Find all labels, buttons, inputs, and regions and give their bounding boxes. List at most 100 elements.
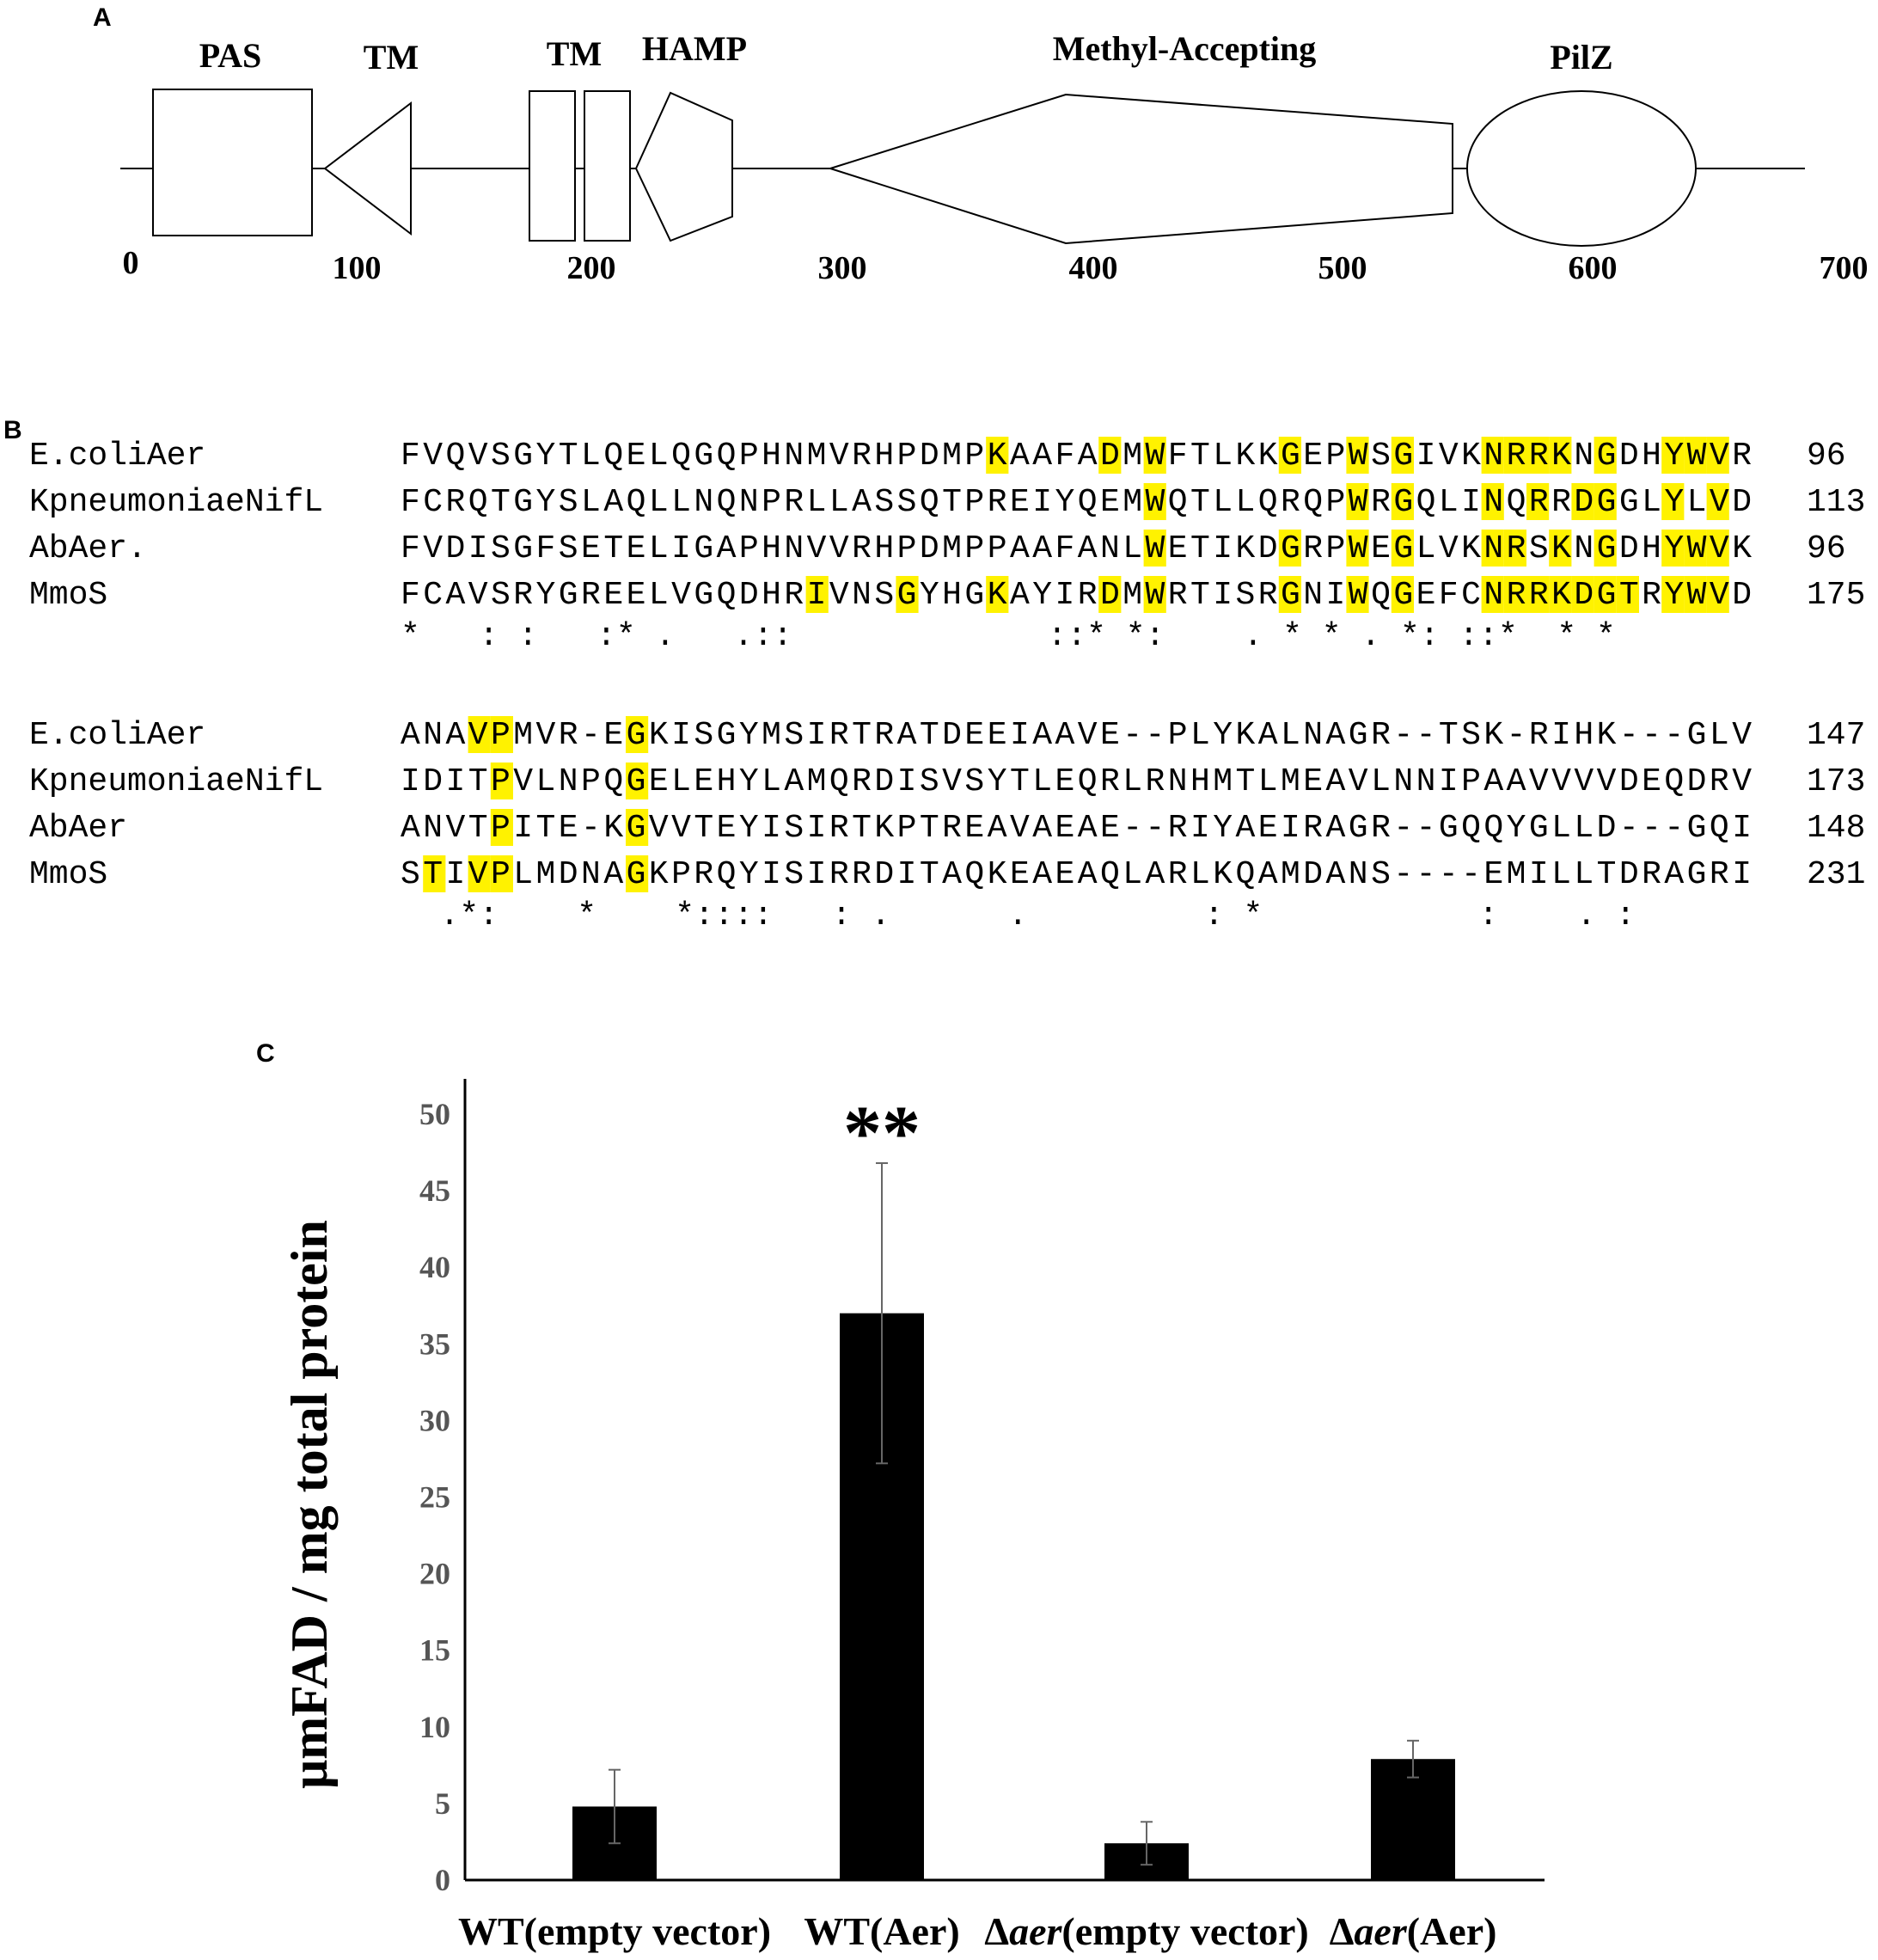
conserved-residue-highlight xyxy=(1278,437,1301,474)
conserved-residue-highlight xyxy=(468,716,491,753)
sequence-name: E.coliAer xyxy=(29,717,205,754)
y-tick-label: 10 xyxy=(419,1710,450,1744)
conserved-residue-highlight xyxy=(1346,576,1369,613)
conserved-residue-highlight xyxy=(1526,576,1550,613)
x-category-label: Δaer(empty vector) xyxy=(984,1909,1309,1953)
conserved-residue-highlight xyxy=(1098,576,1122,613)
conserved-residue-highlight xyxy=(1391,483,1414,520)
tm-helix-1-shape xyxy=(529,90,576,242)
y-tick-label: 35 xyxy=(419,1326,450,1361)
conserved-residue-highlight xyxy=(626,809,649,846)
conservation-line: * : : :* . .:: ::* *: . * * . *: ::* * * xyxy=(401,618,1616,655)
conserved-residue-highlight xyxy=(1684,437,1707,474)
conserved-residue-highlight xyxy=(1594,437,1617,474)
sequence-end-position: 231 xyxy=(1807,856,1865,893)
conserved-residue-highlight xyxy=(423,855,446,892)
conserved-residue-highlight xyxy=(1503,437,1526,474)
sequence-residues: ANVTPITE-KGVVTEYISIRTKPTREAVAEAE--RIYAEI… xyxy=(401,810,1752,847)
conserved-residue-highlight xyxy=(1549,576,1572,613)
y-tick-label: 5 xyxy=(435,1786,450,1821)
conserved-residue-highlight xyxy=(1481,530,1504,567)
conserved-residue-highlight xyxy=(490,716,513,753)
sequence-name: AbAer. xyxy=(29,530,147,567)
conserved-residue-highlight xyxy=(1549,437,1572,474)
conserved-residue-highlight xyxy=(626,763,649,799)
conserved-residue-highlight xyxy=(1098,437,1122,474)
sequence-name: KpneumoniaeNifL xyxy=(29,484,323,521)
conserved-residue-highlight xyxy=(1503,530,1526,567)
conserved-residue-highlight xyxy=(626,716,649,753)
axis-tick-300: 300 xyxy=(818,250,867,286)
conserved-residue-highlight xyxy=(1661,530,1685,567)
conserved-residue-highlight xyxy=(1661,576,1685,613)
bar xyxy=(1371,1759,1455,1880)
conserved-residue-highlight xyxy=(1706,576,1729,613)
axis-tick-100: 100 xyxy=(333,250,382,286)
conserved-residue-highlight xyxy=(1481,437,1504,474)
conserved-residue-highlight xyxy=(1143,483,1166,520)
panel-b-letter: B xyxy=(3,416,22,444)
pas-domain-shape xyxy=(152,89,313,236)
conserved-residue-highlight xyxy=(1143,576,1166,613)
axis-tick-0: 0 xyxy=(123,245,139,281)
sequence-name: MmoS xyxy=(29,856,107,893)
axis-tick-600: 600 xyxy=(1569,250,1618,286)
x-category-label: Δaer(Aer) xyxy=(1330,1909,1497,1953)
methyl-accepting-domain-label: Methyl-Accepting xyxy=(1053,29,1317,68)
conserved-residue-highlight xyxy=(490,763,513,799)
conserved-residue-highlight xyxy=(1346,437,1369,474)
conserved-residue-highlight xyxy=(1661,483,1685,520)
sequence-end-position: 96 xyxy=(1807,530,1846,567)
conserved-residue-highlight xyxy=(1391,576,1414,613)
pac-domain-shape xyxy=(323,101,412,236)
conserved-residue-highlight xyxy=(896,576,919,613)
conserved-residue-highlight xyxy=(468,855,491,892)
conserved-residue-highlight xyxy=(1594,576,1617,613)
panel-c-letter: C xyxy=(256,1039,275,1068)
hamp-domain-label: HAMP xyxy=(642,29,747,68)
sequence-end-position: 173 xyxy=(1807,763,1865,800)
y-tick-label: 25 xyxy=(419,1480,450,1515)
x-category-label: WT(Aer) xyxy=(804,1909,959,1953)
conserved-residue-highlight xyxy=(1594,530,1617,567)
axis-tick-200: 200 xyxy=(567,250,616,286)
pilz-domain-shape xyxy=(1466,90,1697,247)
conserved-residue-highlight xyxy=(1278,530,1301,567)
y-tick-label: 0 xyxy=(435,1863,450,1897)
panel-a: A PAS TM TM HAMP Methyl-Accepting PilZ 0… xyxy=(93,3,1869,286)
y-tick-label: 30 xyxy=(419,1403,450,1437)
sequence-residues: ANAVPMVR-EGKISGYMSIRTRATDEEIAAVE--PLYKAL… xyxy=(401,717,1752,754)
y-tick-label: 45 xyxy=(419,1173,450,1208)
y-tick-label: 40 xyxy=(419,1250,450,1284)
conserved-residue-highlight xyxy=(1143,530,1166,567)
conserved-residue-highlight xyxy=(1571,483,1594,520)
conserved-residue-highlight xyxy=(1684,530,1707,567)
sequence-end-position: 148 xyxy=(1807,810,1865,847)
sequence-name: MmoS xyxy=(29,577,107,614)
conserved-residue-highlight xyxy=(490,809,513,846)
hamp-domain-shape xyxy=(634,91,733,242)
conserved-residue-highlight xyxy=(1684,576,1707,613)
panel-a-letter: A xyxy=(93,3,112,32)
conserved-residue-highlight xyxy=(805,576,829,613)
sequence-name: KpneumoniaeNifL xyxy=(29,763,323,800)
conservation-line: .*: * *:::: : . . : * : . : xyxy=(401,897,1636,934)
x-category-label: WT(empty vector) xyxy=(458,1909,771,1953)
axis-tick-500: 500 xyxy=(1318,250,1367,286)
conserved-residue-highlight xyxy=(1391,437,1414,474)
sequence-residues: STIVPLMDNAGKPRQYISIRRDITAQKEAEAQLARLKQAM… xyxy=(401,856,1752,893)
conserved-residue-highlight xyxy=(1571,576,1594,613)
conserved-residue-highlight xyxy=(1278,576,1301,613)
conserved-residue-highlight xyxy=(986,437,1009,474)
conserved-residue-highlight xyxy=(1661,437,1685,474)
conserved-residue-highlight xyxy=(1481,576,1504,613)
y-tick-label: 15 xyxy=(419,1633,450,1668)
conserved-residue-highlight xyxy=(1346,483,1369,520)
conserved-residue-highlight xyxy=(1143,437,1166,474)
sequence-end-position: 96 xyxy=(1807,438,1846,475)
conserved-residue-highlight xyxy=(626,855,649,892)
pilz-domain-label: PilZ xyxy=(1550,38,1612,77)
